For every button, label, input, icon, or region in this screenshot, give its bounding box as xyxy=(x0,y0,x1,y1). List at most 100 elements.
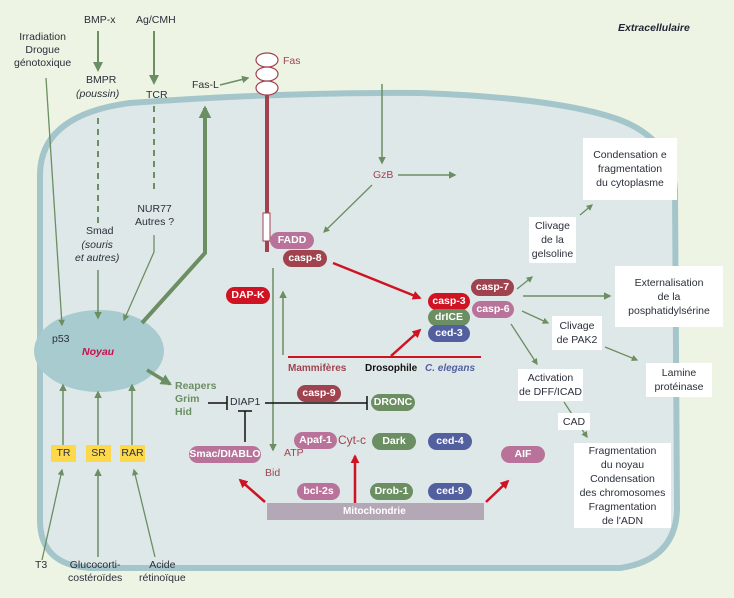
apaf1-pill: Apaf-1 xyxy=(294,432,337,449)
outcome-line: Condensation xyxy=(590,472,655,485)
arrow-mito-aif xyxy=(485,479,510,503)
ag-cmh-label: Ag/CMH xyxy=(136,14,176,26)
arrow-nucleus-to-membrane xyxy=(140,105,212,325)
arrow-nur77 xyxy=(123,235,155,322)
nur77-label: NUR77 Autres ? xyxy=(135,203,174,229)
outcome-pak2: Clivage de PAK2 xyxy=(552,316,602,350)
casp6-pill: casp-6 xyxy=(472,301,514,318)
arrow-gelsoline-cyto xyxy=(579,204,593,216)
arrow-fasl xyxy=(219,75,250,86)
legend-mammiferes: Mammifères xyxy=(288,363,347,374)
outcome-line: de l'ADN xyxy=(601,514,644,527)
mitochondrie-label: Mitochondrie xyxy=(343,506,406,517)
outcome-line: Activation xyxy=(527,372,574,384)
outcome-line: Externalisation xyxy=(634,276,704,289)
glucocorticoides-line: Glucocorti- xyxy=(69,559,121,571)
ced3-pill: ced-3 xyxy=(428,325,470,342)
reapers-line: Hid xyxy=(175,406,192,418)
bmpr-species-label: (poussin) xyxy=(76,88,120,100)
dark-pill: Dark xyxy=(372,433,416,450)
fadd-pill: FADD xyxy=(270,232,314,249)
fas-domain xyxy=(255,66,279,82)
fas-l-label: Fas-L xyxy=(192,79,219,91)
acide-line: Acide xyxy=(149,559,176,571)
atp-label: ATP xyxy=(284,447,304,459)
dapk-pill: DAP-K xyxy=(226,287,270,304)
smad-species-line: (souris xyxy=(81,239,113,251)
arrow-to-pak2 xyxy=(521,310,550,324)
acide-line: rétinoïque xyxy=(139,572,186,584)
smad-species-label: (souris et autres) xyxy=(75,239,119,265)
arrow-casp8-casp3 xyxy=(332,261,422,300)
nur77-line: NUR77 xyxy=(137,203,172,215)
glucocorticoides-label: Glucocorti- costéroïdes xyxy=(68,559,122,585)
irradiation-line: Drogue xyxy=(25,44,60,56)
outcome-line: protéinase xyxy=(654,381,704,393)
arrow-nucleus-reapers xyxy=(146,368,172,386)
outcome-line: de PAK2 xyxy=(556,334,598,346)
receptor-rar: RAR xyxy=(120,445,145,462)
p53-label: p53 xyxy=(52,333,70,345)
cyt-c-label: Cyt-c xyxy=(338,433,366,447)
smad-species-line: et autres) xyxy=(75,252,120,264)
bmp-x-label: BMP-x xyxy=(84,14,116,26)
irradiation-label: Irradiation Drogue génotoxique xyxy=(14,31,71,70)
arrow-t3-tr xyxy=(41,468,65,561)
t3-label: T3 xyxy=(35,559,48,571)
outcome-condensation-cytoplasme: Condensation e fragmentation du cytoplasme xyxy=(583,138,677,200)
reapers-line: Reapers xyxy=(175,380,217,392)
casp8-pill: casp-8 xyxy=(283,250,327,267)
outcome-line: de DFF/ICAD xyxy=(518,386,582,398)
ced9-pill: ced-9 xyxy=(428,483,472,500)
noyau-label: Noyau xyxy=(82,346,115,358)
tcr-label: TCR xyxy=(146,89,168,101)
drob1-pill: Drob-1 xyxy=(370,483,413,500)
outcome-line: posphatidylsérine xyxy=(628,304,710,317)
arrow-gzb-fadd xyxy=(323,184,373,233)
reapers-line: Grim xyxy=(175,393,200,405)
outcome-line: de la xyxy=(657,290,681,303)
acide-retinoique-label: Acide rétinoïque xyxy=(139,559,186,585)
smac-diablo-pill: Smac/DIABLO xyxy=(189,446,261,463)
irradiation-line: Irradiation xyxy=(19,31,66,43)
bid-label: Bid xyxy=(265,467,281,479)
fas-label: Fas xyxy=(283,55,301,67)
dronc-pill: DRONC xyxy=(371,394,415,411)
outcome-line: du cytoplasme xyxy=(596,177,664,189)
bmpr-label: BMPR xyxy=(86,74,117,86)
reapers-label: Reapers Grim Hid xyxy=(175,380,216,419)
outcome-line: Condensation e xyxy=(593,149,667,161)
drice-pill: drICE xyxy=(428,309,470,326)
irradiation-line: génotoxique xyxy=(14,57,72,69)
arrow-to-dff xyxy=(510,323,538,366)
outcome-line: des chromosomes xyxy=(579,486,666,499)
glucocorticoides-line: costéroïdes xyxy=(68,572,123,584)
receptor-tr: TR xyxy=(51,445,76,462)
diap1-label: DIAP1 xyxy=(230,396,261,408)
arrow-mito-smac xyxy=(238,478,266,503)
legend-celegans: C. elegans xyxy=(425,363,476,374)
casp7-pill: casp-7 xyxy=(471,279,514,296)
receptor-sr: SR xyxy=(86,445,111,462)
casp9-pill: casp-9 xyxy=(297,385,341,402)
outcome-line: Lamine xyxy=(661,367,697,379)
mitochondrie-bar xyxy=(267,503,484,520)
arrow-acide-rar xyxy=(132,468,156,558)
extracellular-label: Extracellulaire xyxy=(618,22,690,34)
outcome-line: de la xyxy=(541,234,564,246)
outcome-line: Fragmentation xyxy=(588,444,657,457)
outcome-line: Clivage xyxy=(559,320,595,332)
outcome-line: fragmentation xyxy=(597,163,663,175)
outcome-dff-icad: Activation de DFF/ICAD xyxy=(518,369,583,401)
outcome-line: Fragmentation xyxy=(588,500,657,513)
nucleus xyxy=(34,310,164,392)
legend-drosophile: Drosophile xyxy=(365,363,418,374)
arrow-to-gelsoline xyxy=(516,276,534,290)
bcl2s-pill: bcl-2s xyxy=(297,483,340,500)
outcome-line: Clivage xyxy=(534,220,570,232)
fas-death-domain xyxy=(262,212,271,242)
nur77-line: Autres ? xyxy=(135,216,175,228)
fas-domain xyxy=(255,80,279,96)
